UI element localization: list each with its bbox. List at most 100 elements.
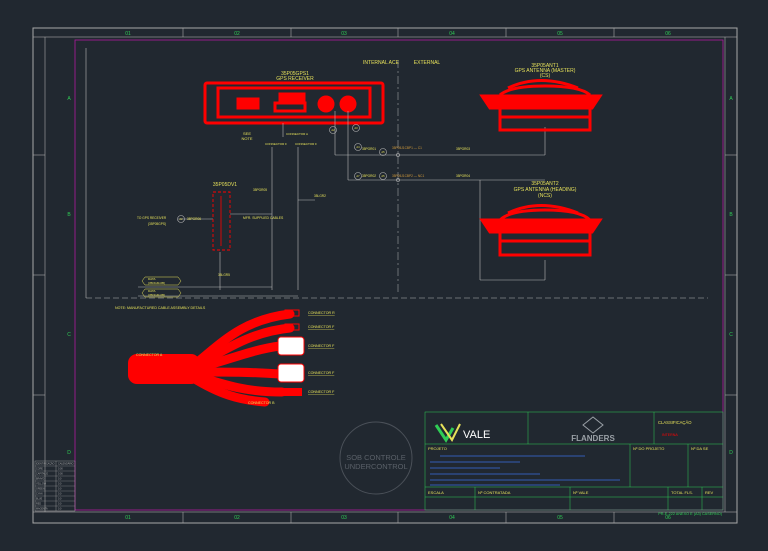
col-label-05: 05 xyxy=(557,31,563,37)
antenna-master-symbol xyxy=(479,79,603,132)
n-projeto-label: Nº DO PROJETO xyxy=(633,446,664,451)
junction-label-2: 35P05J1CBP2 — NC1 xyxy=(392,174,424,178)
layer-table-cell: MAGENTA xyxy=(36,508,48,511)
antenna-master-sub: (CS) xyxy=(540,73,551,79)
see-note-line1: SEE xyxy=(243,131,251,136)
col-label-03-bottom: 03 xyxy=(341,515,347,521)
zone-internal-label: INTERNAL ACE xyxy=(363,60,400,66)
data-box-2-line1: DATA xyxy=(148,289,156,293)
row-label-c-right: C xyxy=(729,332,733,338)
watermark-stamp xyxy=(339,421,413,495)
junction-point-2 xyxy=(396,178,400,182)
contratada-label: Nº CONTRATADA xyxy=(478,490,511,495)
tag-circle-a2b xyxy=(177,215,185,223)
layer-table-cell: CORE xyxy=(36,468,43,471)
antenna-heading-sub: (NCS) xyxy=(538,193,552,199)
watermark-line1: SOB CONTROLE xyxy=(346,453,406,462)
data-box-1-line1: DATA xyxy=(148,277,156,281)
data-box-1-line2: (35DGM-0B) xyxy=(148,281,165,285)
inner-border xyxy=(74,39,724,511)
gps-connector-label: CONNECTOR A xyxy=(286,132,308,136)
projeto-label: PROJETO xyxy=(428,446,447,451)
cable-label-2: 35PGR02 xyxy=(362,174,376,178)
layer-table-cell: 0.0 xyxy=(58,488,62,491)
antenna-heading-name: GPS ANTENNA (HEADING) xyxy=(514,187,577,193)
title-block xyxy=(424,411,724,511)
layer-table-cell: 0.0 xyxy=(58,503,62,506)
layer-table-cell: 0.0 xyxy=(58,483,62,486)
bottom-grid-band xyxy=(32,511,738,524)
layer-table-cell: CAPITAL E xyxy=(36,473,48,476)
zone-external-label: EXTERNAL xyxy=(414,60,441,66)
tag-a5: A5 xyxy=(381,150,385,154)
tag-a5b: A5 xyxy=(381,174,385,178)
layer-table-cell: 0.0 xyxy=(58,493,62,496)
tag-a2: A2 xyxy=(331,128,335,132)
top-grid-band xyxy=(32,27,738,38)
gps-receiver-name: GPS RECEIVER xyxy=(276,76,314,82)
to-gps-receiver-line2: (35P05GPS) xyxy=(148,222,166,226)
col-label-06-bottom: 06 xyxy=(665,515,671,521)
col-label-05-bottom: 05 xyxy=(557,515,563,521)
gps-receiver-tag: 35P05GPS1 xyxy=(281,71,309,77)
layer-table-cell: GREEN xyxy=(36,488,45,491)
vale-wordmark: VALE xyxy=(463,429,490,441)
layer-table-header: CALENDÁRIO xyxy=(58,463,74,466)
row-label-c: C xyxy=(67,332,71,338)
rev-label: REV xyxy=(705,490,714,495)
layer-table-cell: 0.00 xyxy=(58,473,63,476)
cable-label-4: 35PGR04 xyxy=(456,174,470,178)
row-label-b: B xyxy=(67,212,71,218)
tag-circle-a3 xyxy=(352,124,360,132)
layer-table-cell: 0.0 xyxy=(58,508,62,511)
cable-label-3: 35PGR03 xyxy=(456,147,470,151)
outer-frame xyxy=(32,27,738,524)
cable-label-6: 35PGR06 xyxy=(187,217,201,221)
vale-logo xyxy=(434,423,461,443)
see-note-line2: NOTE xyxy=(241,136,252,141)
gps-receiver-symbol xyxy=(203,81,385,125)
layer-table-cell: 0.00 xyxy=(58,468,63,471)
layer-table-cell: 0.0 xyxy=(58,498,62,501)
col-label-04: 04 xyxy=(449,31,455,37)
tag-a2b: A2 xyxy=(179,217,183,221)
col-label-03: 03 xyxy=(341,31,347,37)
project-description-lines xyxy=(430,455,620,486)
watermark-line2: UNDERCONTROL xyxy=(344,462,407,471)
escala-label: ESCALA xyxy=(428,490,444,495)
harness-connector-a: CONNECTOR A xyxy=(136,353,163,357)
col-label-02: 02 xyxy=(234,31,240,37)
connector-f-label-1: CONNECTOR F xyxy=(265,142,287,146)
layer-table-cell: YELLOW xyxy=(36,483,47,486)
n-vale-label: Nº VALE xyxy=(573,490,589,495)
receiver-leads xyxy=(138,111,546,297)
cable-harness-symbol xyxy=(128,309,305,407)
col-label-01-bottom: 01 xyxy=(125,515,131,521)
flanders-wordmark: FLANDERS xyxy=(571,434,615,443)
antenna-heading-symbol xyxy=(479,204,603,257)
antenna-heading-tag: 35P05ANT2 xyxy=(531,181,558,187)
antenna-master-tag: 35P05ANT1 xyxy=(531,63,558,69)
tag-circle-a2 xyxy=(329,126,337,134)
harness-right-connector-4: CONNECTOR F xyxy=(308,371,335,375)
antenna-master-name: GPS ANTENNA (MASTER) xyxy=(515,68,576,74)
row-label-a: A xyxy=(67,96,71,102)
row-label-b-right: B xyxy=(729,212,733,218)
flanders-logo xyxy=(582,416,604,434)
tag-circle-a7 xyxy=(354,172,362,180)
layer-table-cell: BLUE xyxy=(36,498,43,501)
harness-note-title: NOTE: MANUFACTURED CABLE ASSEMBLY DETAIL… xyxy=(115,306,206,310)
document-number: PR-E-222 ANEXO E (A3) CASERNO) xyxy=(658,512,722,516)
layer-table-cell: BRAVO xyxy=(36,478,44,481)
harness-right-connector-3: CONNECTOR F xyxy=(308,344,335,348)
data-boxes xyxy=(141,276,182,298)
layer-table-cell: 0.0 xyxy=(58,478,62,481)
n-de-se-label: Nº DA SE xyxy=(691,446,709,451)
cable-label-1: 35PGR01 xyxy=(362,147,376,151)
tag-a3: A3 xyxy=(354,126,358,130)
splitter-tag: 35P05DV1 xyxy=(213,182,237,188)
classificacao-value: INTERNA xyxy=(662,433,678,437)
splitter-symbol xyxy=(212,191,231,251)
col-label-04-bottom: 04 xyxy=(449,515,455,521)
